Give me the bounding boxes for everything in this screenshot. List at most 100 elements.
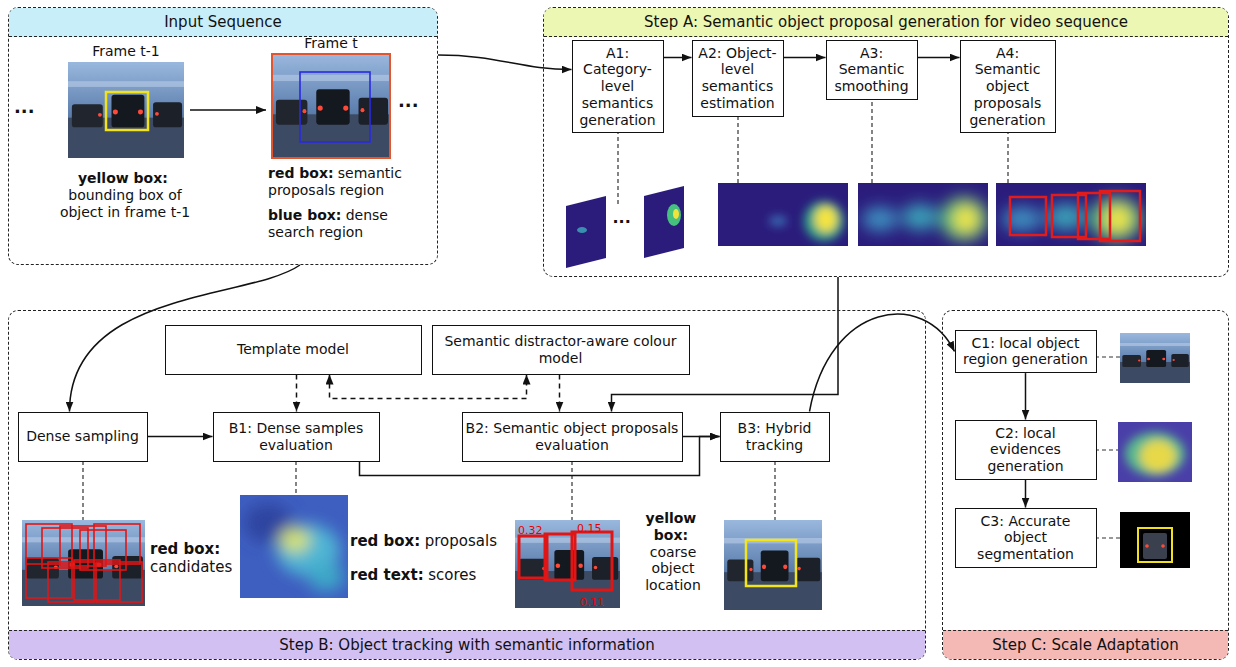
connector [1025,480,1027,508]
annotation: ... [398,90,434,112]
illustration-part [1138,528,1172,562]
illustration-part [1140,440,1176,472]
yellow-box [106,92,148,130]
illustration-part [1118,422,1192,482]
box-label: B2: Semantic object proposals evaluation [466,420,679,454]
illustration-part [48,562,94,602]
illustration-part [644,186,684,258]
connector [296,375,298,412]
illustration-part [22,520,145,606]
frame-image [272,54,390,158]
process-box: C2: local evidences generation [955,420,1097,480]
panel-title: Step C: Scale Adaptation [992,636,1178,654]
annotation-text: Frame t [304,35,358,51]
illustration-part [26,524,142,602]
box-label: Template model [237,341,349,358]
illustration-part [1161,544,1165,548]
connector [683,436,720,438]
illustration-part [244,503,344,591]
connector [810,314,955,411]
illustration-part [769,216,787,226]
process-box: A3: Semantic smoothing [826,40,918,100]
legend-key-text: ... [398,90,419,111]
evidence-map [1118,422,1192,482]
illustration-part [858,183,988,246]
illustration-part [308,563,344,591]
illustration-part [519,532,612,590]
stage-panel: Step A: Semantic object proposal generat… [543,7,1229,277]
illustration-part [1002,207,1042,231]
sequence-arrow [190,109,266,111]
process-box: Dense sampling [18,412,148,462]
illustration-part [746,540,796,586]
stage-panel: Step C: Scale Adaptation C1: local object… [942,310,1229,660]
connector [664,57,692,59]
illustration-part [1125,432,1185,476]
annotation: red box:candidates [150,540,238,576]
illustration-part [1002,197,1142,241]
illustration-part [815,206,837,232]
illustration-part [1078,193,1110,239]
annotation-text: candidates [150,558,232,576]
illustration-part [862,207,898,231]
box-label: Dense sampling [26,428,139,445]
illustration-part [902,204,938,230]
annotation: 0.15 [577,519,607,536]
illustration-part [724,520,822,610]
process-box: B1: Dense samples evaluation [213,412,380,462]
annotation: 0.32 [518,521,548,538]
legend-key-text: red box: [150,540,234,558]
legend-key-text: blue box: [268,207,341,223]
annotation-text: proposals [425,532,497,550]
illustration-part [1125,432,1185,476]
annotation: red box:semantic proposals region [268,165,432,199]
illustration-part [94,524,140,564]
annotation-text: bounding box of object in frame t-1 [60,187,190,220]
connector [148,436,213,438]
panel-header: Step B: Object tracking with semantic in… [9,630,925,659]
tracking-image [724,520,822,610]
illustration-part [1010,191,1140,241]
illustration-part [804,201,844,241]
process-box: A2: Object-level semantics estimation [692,40,784,117]
process-box: B2: Semantic object proposals evaluation [462,412,683,462]
legend-key-text: red text: [350,566,424,584]
illustration-part [240,495,348,598]
stage-panel: Input Sequence [8,7,438,265]
box-label: A2: Object-level semantics estimation [696,45,780,112]
box-label: C3: Accurate object segmentation [959,513,1093,563]
illustration-part [96,562,142,602]
illustration-part [673,209,679,219]
process-box: Template model [165,325,422,375]
illustration-part [1090,197,1142,241]
object-heatmap [718,183,848,246]
illustration-part [26,558,72,598]
legend-key-text: yellow box: [50,170,196,187]
annotation: yellow box:coarse object location [626,510,720,594]
illustration-part [1143,533,1167,559]
panel-title: Input Sequence [164,13,282,31]
box-label: Semantic distractor-aware colour model [436,333,686,367]
box-label: B3: Hybrid tracking [724,420,826,454]
process-box: C3: Accurate object segmentation [955,508,1097,568]
box-label: C1: local object region generation [959,335,1093,369]
illustration-part [280,528,310,552]
process-box: B3: Hybrid tracking [720,412,830,462]
illustration-part [769,201,844,241]
connector [438,55,572,70]
panel-header: Step A: Semantic object proposal generat… [544,8,1228,37]
annotation: ... [14,96,48,118]
annotation: blue box:dense search region [268,207,432,241]
legend-key-text: ... [14,96,35,117]
annotation: red box:proposals [350,532,515,550]
annotation-text: 0.11 [580,596,605,609]
panel-title: Step A: Semantic object proposal generat… [644,13,1128,31]
blue-box [300,72,370,142]
red-box [272,54,390,158]
segmentation-image [1120,512,1190,568]
annotation: ... [604,208,644,227]
stage-panel: Step B: Object tracking with semantic in… [8,310,926,660]
illustration-part [940,197,988,241]
legend-key-text: yellow box: [626,510,716,544]
box-label: A1: Category-level semantics generation [576,45,660,129]
